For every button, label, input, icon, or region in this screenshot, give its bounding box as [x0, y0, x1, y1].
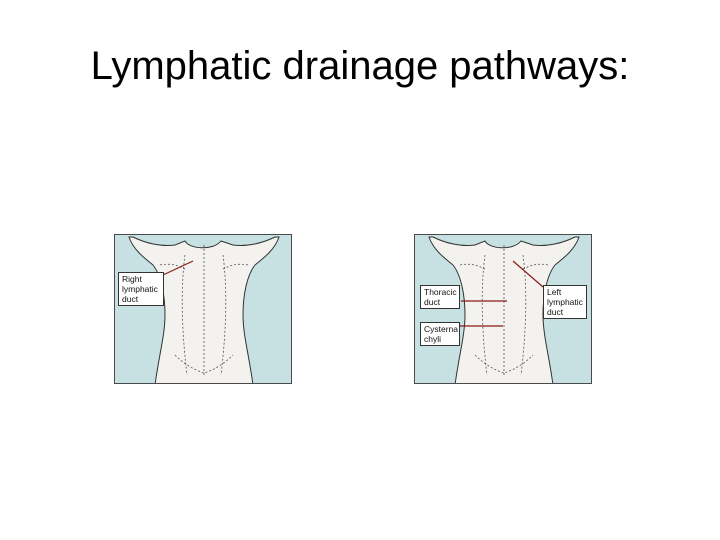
right-lymphatic-duct-figure: Right lymphatic duct	[114, 234, 292, 384]
label-thoracic-duct: Thoracic duct	[420, 285, 460, 309]
torso-illustration	[128, 236, 280, 383]
slide-title: Lymphatic drainage pathways:	[90, 44, 630, 88]
thoracic-duct-figure: Thoracic duct Cysterna chyli Left lympha…	[414, 234, 592, 384]
label-cysterna-chyli: Cysterna chyli	[420, 322, 460, 346]
label-right-lymphatic-duct: Right lymphatic duct	[118, 272, 164, 306]
label-left-lymphatic-duct: Left lymphatic duct	[543, 285, 587, 319]
